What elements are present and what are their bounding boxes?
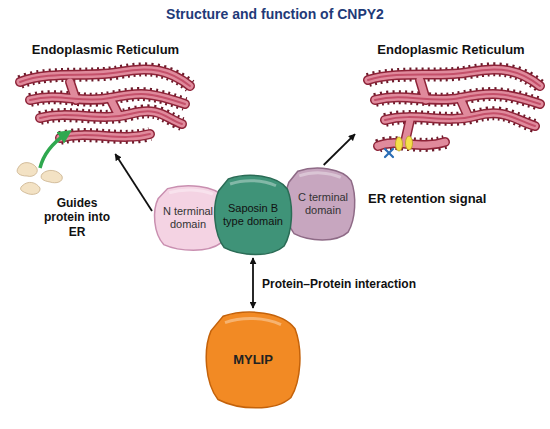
shape-highlight xyxy=(169,190,213,194)
function-label: Protein–Protein interaction xyxy=(262,277,442,291)
er-illustration-right xyxy=(368,69,540,146)
domain-name: N terminal domain xyxy=(160,205,216,231)
blocked-mark xyxy=(385,149,393,157)
domain-name: MYLIP xyxy=(233,352,273,368)
function-label: ER retention signal xyxy=(368,191,508,207)
organelle-name: Endoplasmic Reticulum xyxy=(377,42,524,58)
domain-name: Saposin B type domain xyxy=(222,202,284,228)
organelle-label: Endoplasmic Reticulum xyxy=(355,42,547,170)
domain-shape: Saposin B type domain xyxy=(212,172,294,258)
function-label: Guides protein into ER xyxy=(36,196,118,239)
import-arrow xyxy=(40,134,66,168)
connector-arrow xyxy=(252,258,254,308)
shape-fill xyxy=(215,175,292,254)
organelle-name: Endoplasmic Reticulum xyxy=(32,42,179,58)
diagram-title: Structure and function of CNPY2 xyxy=(0,6,550,22)
connector-arrow xyxy=(115,154,152,211)
domain-name: C terminal domain xyxy=(297,191,349,217)
retained-protein xyxy=(396,136,413,151)
er-illustration-left xyxy=(20,69,190,138)
domain-shape: C terminal domain xyxy=(283,165,357,243)
connector-arrow xyxy=(324,134,355,165)
shape-highlight xyxy=(225,318,281,324)
shape-fill xyxy=(285,168,354,240)
shape-highlight xyxy=(299,173,340,178)
shape-highlight xyxy=(230,181,276,186)
shape-fill xyxy=(206,312,300,408)
protein-shape: MYLIP xyxy=(203,308,303,412)
organelle-label: Endoplasmic Reticulum xyxy=(8,42,203,154)
